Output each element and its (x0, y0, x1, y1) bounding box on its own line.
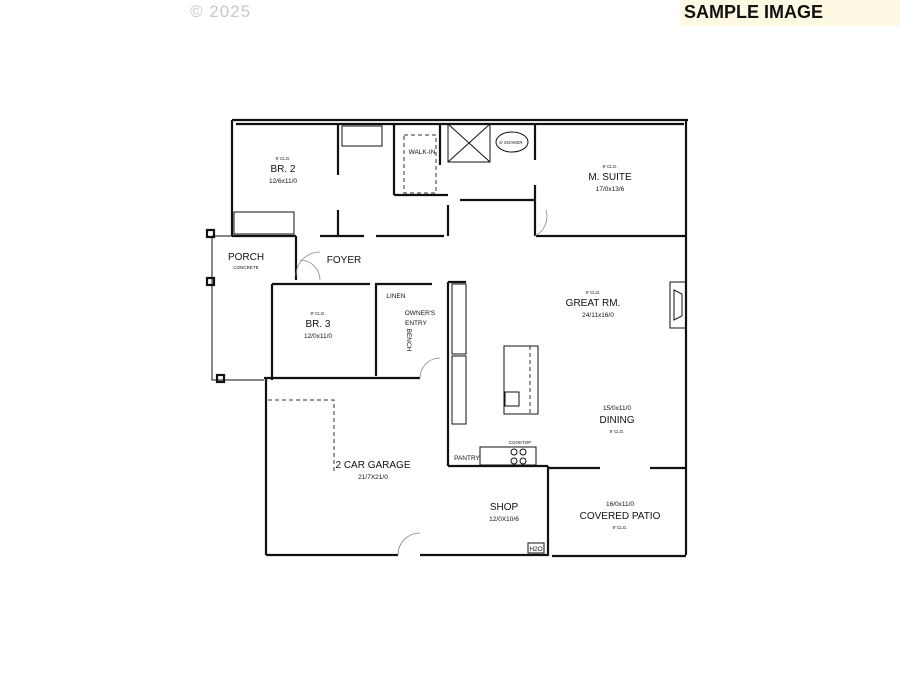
patio-size: 16/0x11/0 (606, 501, 634, 508)
br3-name: BR. 3 (305, 319, 330, 330)
porch-material: CONCRETE (233, 265, 258, 270)
garage-name: 2 CAR GARAGE (335, 460, 410, 471)
m-suite-name: M. SUITE (588, 172, 632, 183)
room-covered-patio: 16/0x11/0 COVERED PATIO 9' CLG. (580, 501, 661, 530)
room-m-suite: 9' CLG. M. SUITE 17/0x13/6 (588, 164, 632, 193)
owners-entry-line1: OWNER'S (405, 310, 436, 317)
copyright-watermark: © 2025 (190, 2, 252, 21)
sample-image-label: SAMPLE IMAGE (684, 2, 824, 22)
room-br2: 9' CLG. BR. 2 12/6x11/0 (269, 156, 297, 185)
room-garage: 2 CAR GARAGE 21/7X21/0 (335, 460, 410, 481)
patio-ceiling: 9' CLG. (612, 525, 627, 530)
room-shop: SHOP 12/0X10/6 (489, 502, 519, 523)
shop-size: 12/0X10/6 (489, 516, 519, 523)
h2o-label: H2O (529, 546, 542, 553)
br3-ceiling: 9' CLG. (310, 311, 325, 316)
walls (205, 118, 688, 558)
shop-name: SHOP (490, 502, 519, 513)
dining-name: DINING (600, 415, 635, 426)
foyer-label: FOYER (327, 255, 361, 266)
br2-name: BR. 2 (270, 164, 295, 175)
br3-size: 12/0x11/0 (304, 333, 332, 340)
room-great-rm: 9' CLG. GREAT RM. 24/11x16/0 (566, 290, 621, 319)
owners-entry-line2: ENTRY (405, 320, 428, 327)
dining-ceiling: 9' CLG. (609, 429, 624, 434)
m-suite-ceiling: 9' CLG. (602, 164, 617, 169)
room-porch: PORCH CONCRETE (228, 252, 264, 270)
sample-image-banner: SAMPLE IMAGE (680, 0, 900, 26)
br2-ceiling: 9' CLG. (275, 156, 290, 161)
great-rm-ceiling: 9' CLG. (585, 290, 600, 295)
m-suite-size: 17/0x13/6 (596, 186, 625, 193)
soaker-label: 6' SOAKER (499, 140, 523, 145)
room-br3: 9' CLG. BR. 3 12/0x11/0 (304, 311, 332, 340)
room-dining: 15/0x11/0 DINING 9' CLG. (600, 405, 635, 434)
linen-label: LINEN (386, 293, 405, 300)
great-rm-name: GREAT RM. (566, 298, 621, 309)
garage-size: 21/7X21/0 (358, 474, 388, 481)
cooktop-label: COOKTOP (509, 440, 531, 445)
great-rm-size: 24/11x16/0 (582, 312, 614, 319)
walk-in-label: WALK-IN (409, 149, 436, 156)
bench-label: BENCH (405, 329, 412, 352)
br2-size: 12/6x11/0 (269, 178, 297, 185)
pantry-label: PANTRY (454, 455, 480, 462)
porch-name: PORCH (228, 252, 264, 263)
dining-size: 15/0x11/0 (603, 405, 631, 412)
patio-name: COVERED PATIO (580, 511, 661, 522)
